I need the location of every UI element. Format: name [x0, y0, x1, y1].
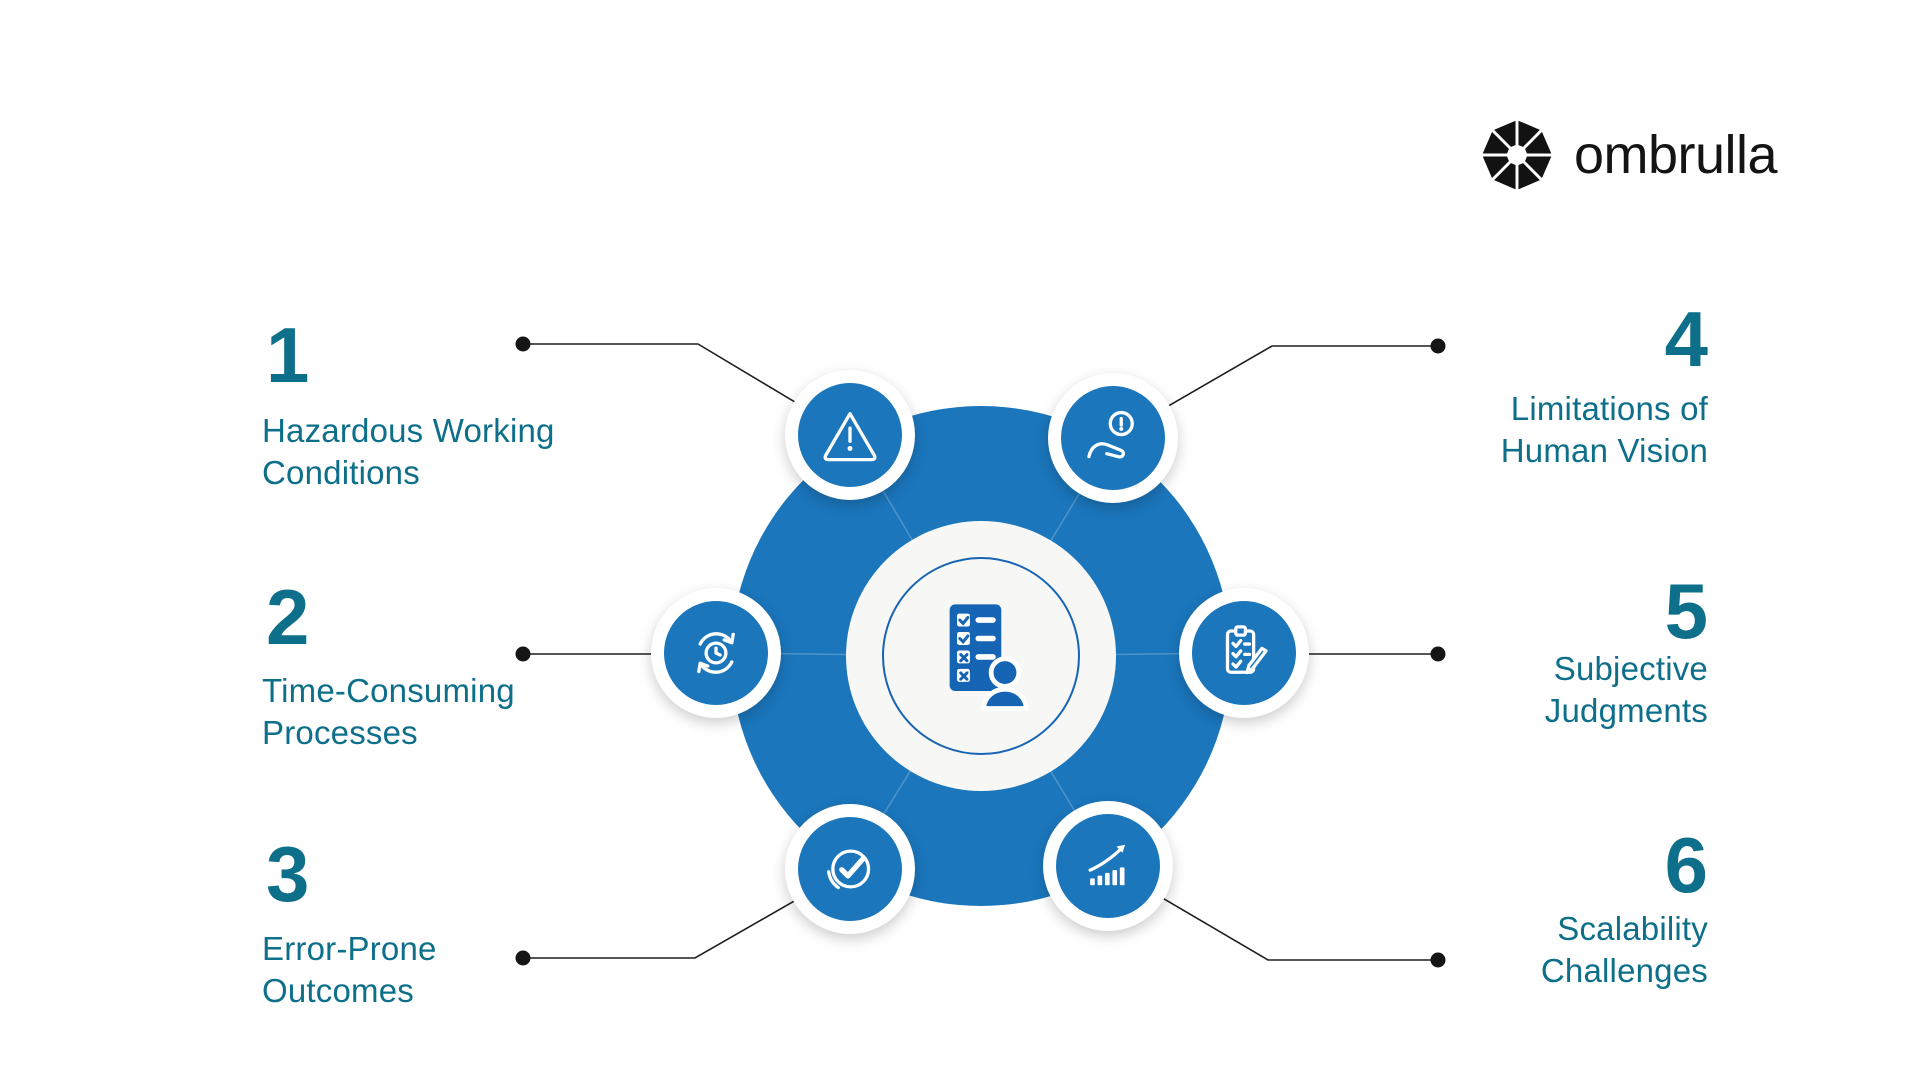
- process-time-icon: [697, 632, 735, 674]
- item-3-number: 3: [266, 830, 310, 918]
- connector-dot: [1430, 646, 1446, 662]
- item-1-label-line-2: Conditions: [262, 454, 420, 492]
- item-3-label-line-1: Error-Prone: [262, 930, 437, 967]
- satellite-hand-alert: [1048, 373, 1178, 503]
- item-5-label: Subjective Judgments: [1545, 648, 1708, 732]
- checklist-pencil-icon: [1225, 625, 1268, 675]
- satellite-checklist-disc: [1192, 601, 1296, 705]
- item-5-label-line-1: Subjective: [1553, 650, 1708, 687]
- center-circle: [846, 521, 1116, 791]
- item-3-label: Error-Prone Outcomes: [262, 928, 437, 1012]
- item-2-label-line-2: Processes: [262, 714, 418, 752]
- connector-dot: [1430, 952, 1446, 968]
- item-4-label-line-2: Human Vision: [1500, 432, 1708, 470]
- ombrulla-logo: ombrulla: [1478, 116, 1778, 194]
- satellite-hazard: [785, 370, 915, 500]
- connector-dot: [1430, 338, 1446, 354]
- item-2-number: 2: [266, 573, 310, 661]
- item-5-label-line-2: Judgments: [1544, 692, 1708, 730]
- connector-dot: [515, 336, 531, 352]
- item-4-label: Limitations of Human Vision: [1501, 388, 1708, 472]
- item-1-label-line-1: Hazardous Working: [262, 412, 555, 449]
- satellite-check-badge-disc: [798, 817, 902, 921]
- center-ring: [882, 557, 1080, 755]
- hand-alert-icon: [1087, 410, 1134, 459]
- warning-triangle-icon: [823, 412, 877, 462]
- logo-wordmark: ombrulla: [1574, 125, 1778, 185]
- satellite-check-badge: [785, 804, 915, 934]
- connector-dot: [515, 646, 531, 662]
- item-3-label-line-2: Outcomes: [262, 972, 414, 1010]
- check-badge-icon: [827, 849, 871, 890]
- satellite-growth-disc: [1056, 814, 1160, 918]
- satellite-hazard-disc: [798, 383, 902, 487]
- item-4-label-line-1: Limitations of: [1510, 390, 1708, 427]
- item-6-label: Scalability Challenges: [1541, 908, 1708, 992]
- item-4-number: 4: [1664, 295, 1708, 383]
- item-6-label-line-1: Scalability: [1557, 910, 1708, 947]
- ombrulla-gem-icon: [1482, 120, 1552, 190]
- connector-dot: [515, 950, 531, 966]
- satellite-checklist: [1179, 588, 1309, 718]
- item-5-number: 5: [1664, 567, 1708, 655]
- item-2-label-line-1: Time-Consuming: [262, 672, 515, 709]
- item-6-label-line-2: Challenges: [1540, 952, 1708, 990]
- satellite-process-time: [651, 588, 781, 718]
- item-1-number: 1: [266, 311, 310, 399]
- growth-chart-icon: [1088, 844, 1126, 886]
- satellite-process-time-disc: [664, 601, 768, 705]
- satellite-hand-alert-disc: [1061, 386, 1165, 490]
- satellite-growth: [1043, 801, 1173, 931]
- item-1-label: Hazardous Working Conditions: [262, 410, 555, 494]
- inspection-checklist-person-icon: [949, 604, 1029, 711]
- item-6-number: 6: [1664, 821, 1708, 909]
- item-2-label: Time-Consuming Processes: [262, 670, 515, 754]
